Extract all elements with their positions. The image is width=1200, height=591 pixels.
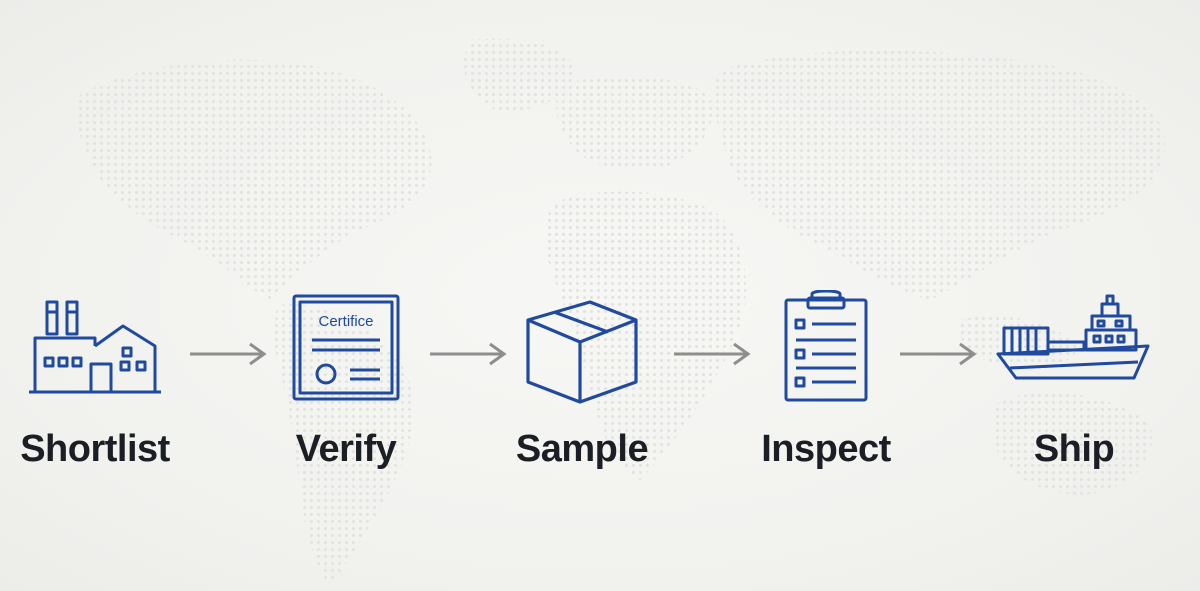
step-inspect: Inspect	[716, 290, 936, 470]
step-ship: Ship	[964, 290, 1184, 470]
box-icon	[526, 300, 638, 404]
step-label: Sample	[515, 428, 649, 470]
arrow-right-icon	[900, 342, 977, 366]
arrow-right-icon	[430, 342, 507, 366]
step-label: Shortlist	[20, 428, 170, 470]
clipboard-icon	[784, 290, 868, 402]
step-label: Inspect	[761, 428, 891, 470]
certificate-text: Certifice	[318, 313, 373, 330]
step-sample: Sample	[472, 290, 692, 470]
factory-icon	[29, 300, 161, 394]
step-shortlist: Shortlist	[0, 290, 205, 470]
step-label: Ship	[1033, 428, 1115, 470]
arrow-right-icon	[190, 342, 267, 366]
ship-icon	[996, 294, 1150, 380]
step-verify: Certifice Verify	[236, 290, 456, 470]
step-label: Verify	[295, 428, 397, 470]
certificate-icon: Certifice	[292, 294, 400, 401]
arrow-right-icon	[674, 342, 751, 366]
